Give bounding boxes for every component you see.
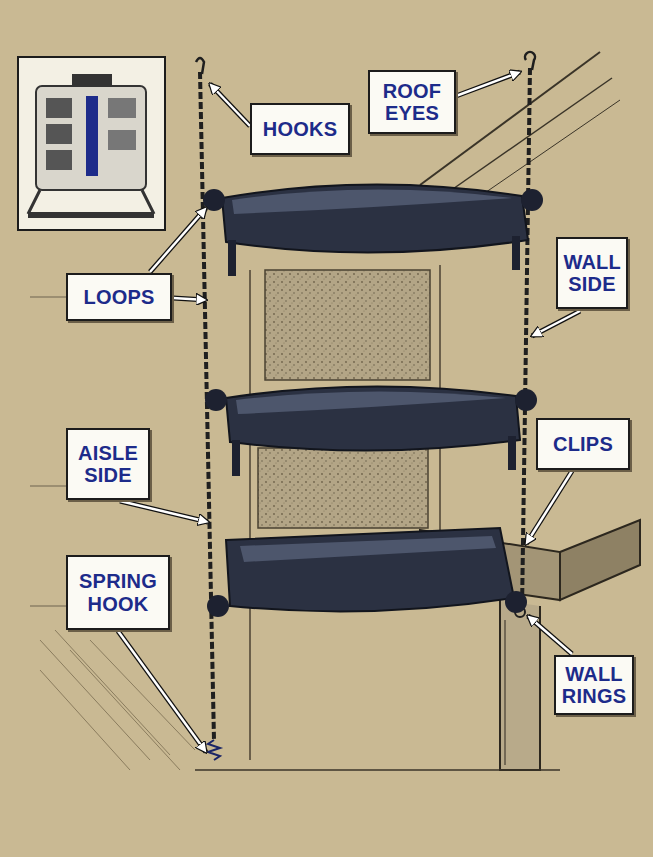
art-shape <box>521 189 543 211</box>
art-shape <box>236 391 506 414</box>
part-label: CLIPS <box>553 433 613 455</box>
chains <box>196 52 535 760</box>
label-box: SPRING HOOK <box>66 555 170 630</box>
label-box: WALL SIDE <box>556 237 628 309</box>
art-shape <box>196 58 204 74</box>
art-shape <box>120 501 208 522</box>
art-shape <box>526 471 572 544</box>
art-shape <box>532 311 580 336</box>
art-shape <box>36 86 146 190</box>
art-shape <box>90 640 195 750</box>
art-shape <box>28 190 154 214</box>
art-shape <box>46 124 72 144</box>
art-shape <box>18 57 165 230</box>
part-label: LOOPS <box>83 286 154 308</box>
art-shape <box>505 591 527 613</box>
art-shape <box>508 436 516 470</box>
art-shape <box>525 52 535 70</box>
art-shape <box>150 208 206 272</box>
art-shape <box>500 600 540 770</box>
art-shape <box>46 150 72 170</box>
label-box: CLIPS <box>536 418 630 470</box>
art-shape <box>232 440 240 476</box>
part-label: HOOKS <box>263 118 337 140</box>
art-shape <box>203 189 225 211</box>
art-shape <box>522 68 530 610</box>
art-shape <box>210 84 250 126</box>
art-shape <box>528 616 572 654</box>
art-shape <box>265 270 430 380</box>
art-shape <box>249 270 251 760</box>
art-shape <box>515 389 537 411</box>
art-shape <box>28 212 154 218</box>
art-shape <box>512 236 520 270</box>
art-shape <box>150 208 206 272</box>
art-shape <box>526 471 572 544</box>
art-shape <box>118 631 206 752</box>
art-shape <box>240 536 496 562</box>
art-shape <box>210 84 250 126</box>
part-label: AISLE SIDE <box>74 442 142 487</box>
berths <box>203 184 543 617</box>
art-shape <box>528 616 572 654</box>
leader-arrows <box>118 72 580 752</box>
art-shape <box>30 485 66 486</box>
part-label: SPRING HOOK <box>74 570 162 615</box>
art-shape <box>505 620 506 765</box>
art-shape <box>440 78 612 198</box>
part-label: WALL SIDE <box>563 251 620 296</box>
art-shape <box>173 298 206 300</box>
art-shape <box>205 389 227 411</box>
art-shape <box>30 605 66 606</box>
art-shape <box>195 769 560 771</box>
art-shape <box>46 98 72 118</box>
car-interior <box>195 52 640 770</box>
inset-car-icon <box>18 57 165 230</box>
label-box: ROOF EYES <box>368 70 456 134</box>
margin-ticks <box>30 297 66 606</box>
art-shape <box>55 630 170 755</box>
art-shape <box>456 72 520 96</box>
art-shape <box>226 386 520 450</box>
art-shape <box>226 528 514 611</box>
label-box: HOOKS <box>250 103 350 155</box>
art-shape <box>30 296 66 297</box>
art-shape <box>560 520 640 600</box>
label-box: LOOPS <box>66 273 172 321</box>
art-shape <box>232 189 512 214</box>
art-shape <box>208 740 220 760</box>
art-shape <box>108 130 136 150</box>
art-shape <box>532 311 580 336</box>
part-label: WALL RINGS <box>562 663 626 708</box>
art-shape <box>222 184 528 252</box>
art-shape <box>228 240 236 276</box>
label-box: WALL RINGS <box>554 655 634 715</box>
art-shape <box>207 595 229 617</box>
part-label: ROOF EYES <box>376 80 448 125</box>
art-shape <box>108 98 136 118</box>
art-shape <box>173 298 206 300</box>
art-shape <box>70 650 180 770</box>
art-shape <box>120 501 208 522</box>
art-shape <box>40 670 130 770</box>
art-shape <box>86 96 98 176</box>
floor-hatching <box>40 630 195 770</box>
art-shape <box>118 631 206 752</box>
art-shape <box>72 74 112 86</box>
art-shape <box>40 640 150 760</box>
art-shape <box>456 72 520 96</box>
label-box: AISLE SIDE <box>66 428 150 500</box>
art-shape <box>258 448 428 528</box>
